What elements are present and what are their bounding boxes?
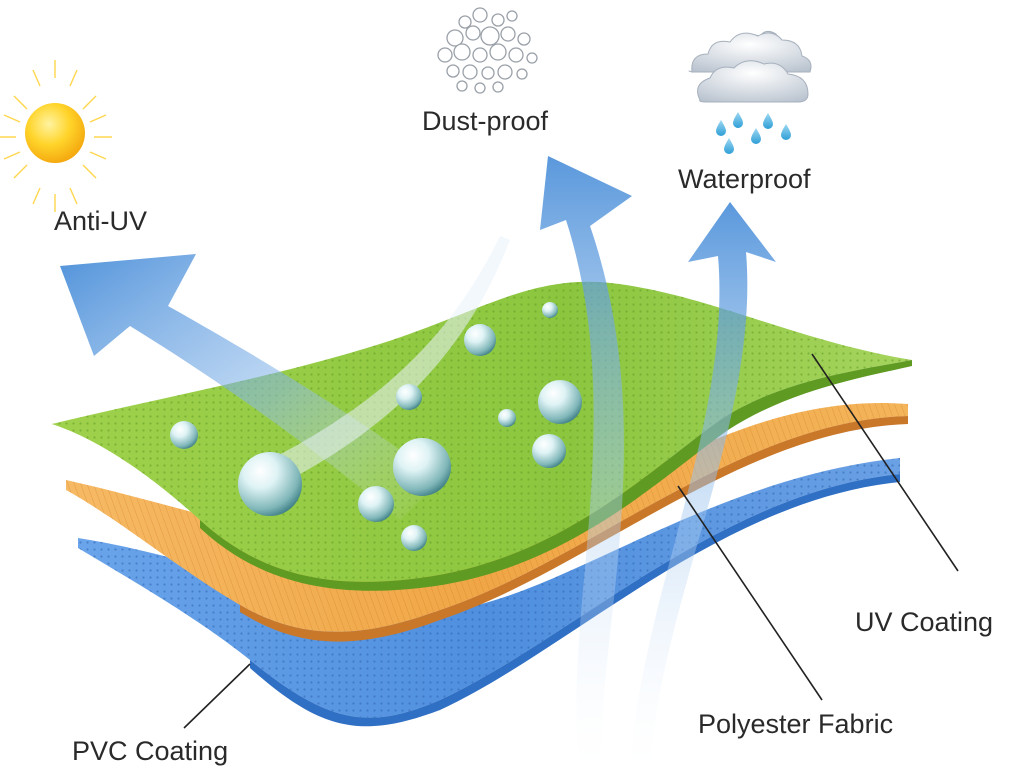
uv-coating-leader (812, 354, 958, 571)
label-dust-proof: Dust-proof (422, 108, 548, 135)
label-pvc-coating: PVC Coating (72, 738, 228, 765)
sun-icon (0, 60, 112, 212)
pvc-coating-leader (184, 664, 250, 728)
label-waterproof: Waterproof (678, 166, 811, 193)
label-uv-coating: UV Coating (855, 609, 993, 636)
rain-cloud-icon (689, 31, 811, 154)
label-anti-uv: Anti-UV (54, 208, 147, 235)
label-polyester-fabric: Polyester Fabric (698, 711, 893, 738)
dust-cloud-icon (438, 8, 537, 93)
